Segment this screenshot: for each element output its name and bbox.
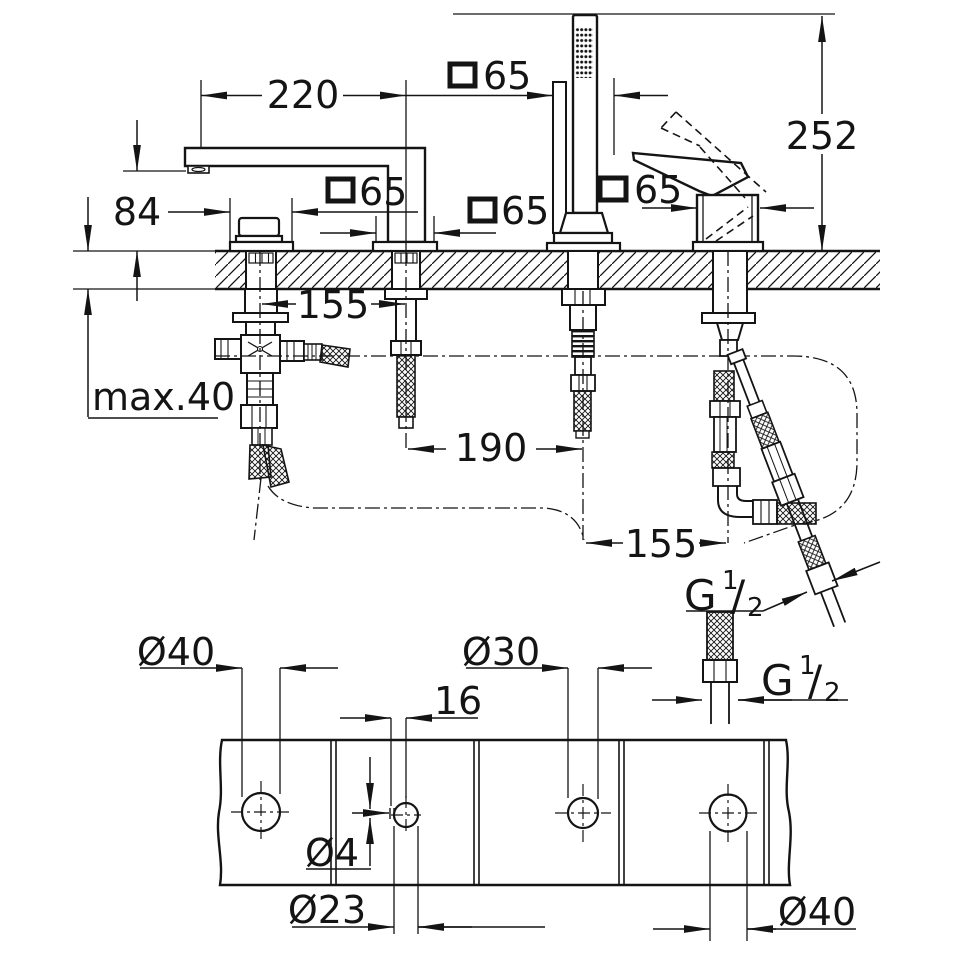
dim-shower-height: 252 <box>786 114 859 158</box>
dim-spacing-shower-lever: 155 <box>625 522 698 566</box>
centerlines <box>215 251 729 543</box>
dia-pilot-hole: Ø4 <box>305 831 359 875</box>
thread-sub: 2 <box>747 593 764 623</box>
dim-spout-projection: 220 <box>267 73 340 117</box>
dimension-labels: 220 65 65 65 65 84 252 max.40 155 190 15… <box>92 54 858 934</box>
spray-face-dots <box>575 26 593 78</box>
lever-handle <box>631 111 767 253</box>
dim-spout-height: 84 <box>113 190 161 234</box>
thread-g: G <box>761 656 794 705</box>
square-icon <box>597 175 629 203</box>
thread-slash: / <box>808 656 823 705</box>
thread-g: G <box>684 571 717 620</box>
thread-slash: / <box>731 571 746 620</box>
square-icon <box>467 196 498 224</box>
square-icon <box>325 176 356 204</box>
dia-hole-shower: Ø30 <box>462 630 540 674</box>
tub-spout <box>183 146 439 253</box>
deck-joint-lines <box>330 740 770 885</box>
lever-raised-position-dashed <box>660 111 767 242</box>
square-icon <box>447 61 478 89</box>
dia-hole-small: Ø23 <box>288 888 366 932</box>
deck-plan-view <box>216 738 792 887</box>
side-valve-knob <box>228 216 295 253</box>
thread-sup: 1 <box>722 566 739 596</box>
dia-hole-right: Ø40 <box>778 890 856 934</box>
thread-sub: 2 <box>824 678 841 708</box>
dimension-lines <box>84 16 881 933</box>
shower-escutcheon <box>545 241 622 253</box>
hand-shower <box>545 13 622 253</box>
extension-lines <box>73 13 835 941</box>
hole-center-marks <box>231 781 757 843</box>
diagonal-flex-hose <box>726 347 847 628</box>
dim-escutcheon-knob: 65 <box>359 170 407 214</box>
dim-spacing-knob-spout: 155 <box>297 283 370 327</box>
knob-escutcheon <box>228 240 295 253</box>
dim-escutcheon-lever: 65 <box>634 168 682 212</box>
pilot-hole-mark <box>389 808 395 819</box>
square-symbol-icons <box>325 61 629 224</box>
dim-escutcheon-shower: 65 <box>483 54 531 98</box>
dia-hole-left: Ø40 <box>137 630 215 674</box>
dim-escutcheon-spout: 65 <box>501 189 549 233</box>
hand-shower-holder-post <box>552 81 567 234</box>
dim-max-deck-thickness: max.40 <box>92 375 235 419</box>
elbow-fitting <box>717 486 754 518</box>
dim-spacing-spout-shower: 190 <box>455 426 528 470</box>
spout-escutcheon <box>371 240 439 253</box>
shower-hose-end <box>702 611 738 724</box>
dim-pilot-offset: 16 <box>434 679 482 723</box>
thread-label-right: G 1 / 2 <box>761 651 841 708</box>
hose-routing-centerlines <box>215 355 858 544</box>
thread-label-left: G 1 / 2 <box>684 566 764 623</box>
lever-escutcheon <box>691 240 765 253</box>
thread-sup: 1 <box>799 651 816 681</box>
